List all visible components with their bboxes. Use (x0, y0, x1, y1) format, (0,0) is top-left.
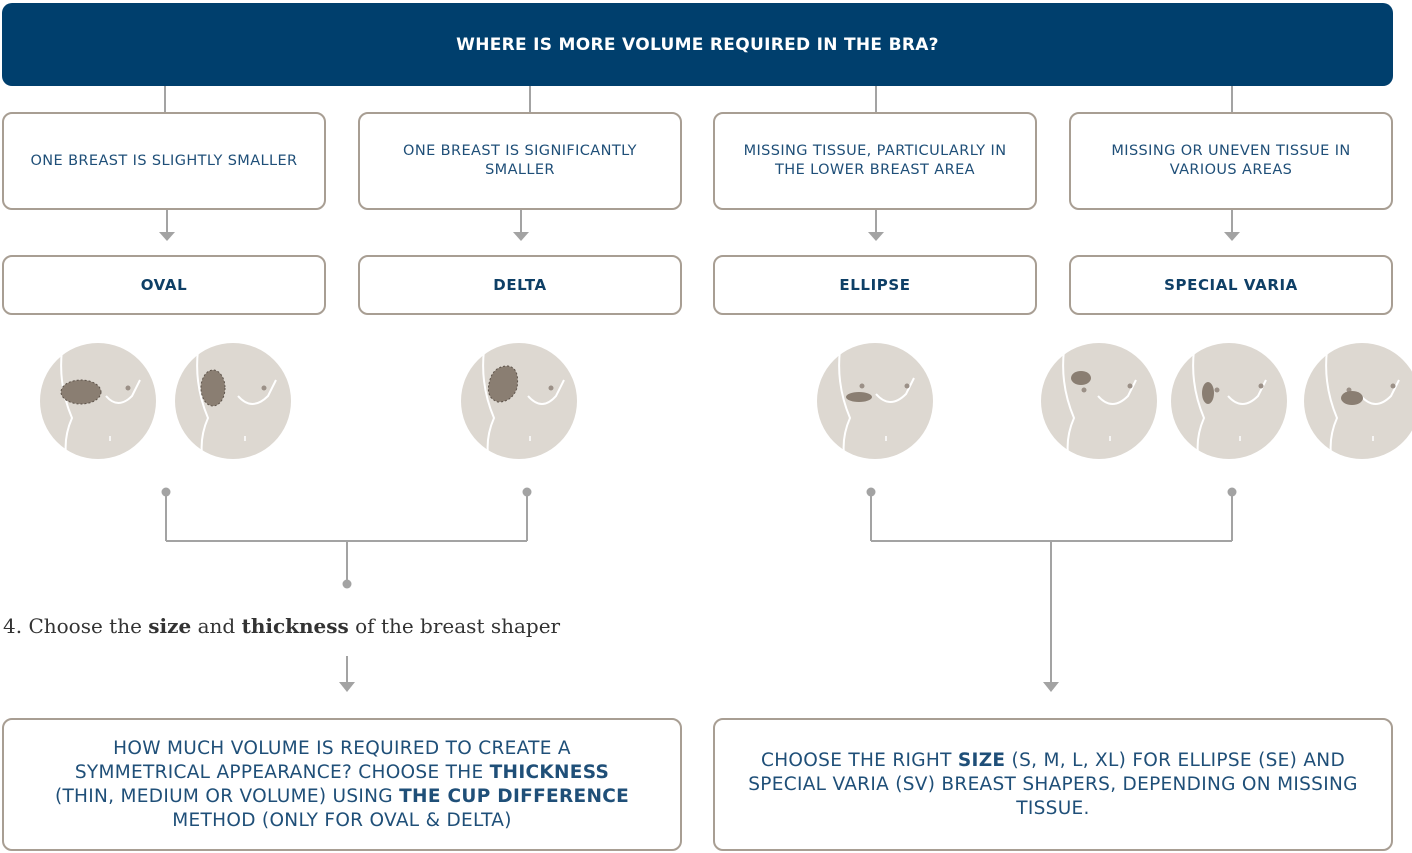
thickness-line-2-text: SYMMETRICAL APPEARANCE? CHOOSE THE (74, 761, 484, 783)
shape-label: SPECIAL VARIA (1164, 276, 1298, 294)
step-number: 4. (3, 614, 23, 638)
step-instruction: 4. Choose the size and thickness of the … (3, 614, 560, 638)
illustration-delta (461, 343, 577, 459)
illustration-oval-2 (175, 343, 291, 459)
condition-box-lower-area: MISSING TISSUE, PARTICULARLY IN THE LOWE… (713, 112, 1037, 210)
shape-box-special-varia: SPECIAL VARIA (1069, 255, 1393, 315)
condition-label: ONE BREAST IS SLIGHTLY SMALLER (30, 152, 298, 169)
shape-label: ELLIPSE (839, 276, 911, 294)
thickness-line-3-text: (THIN, MEDIUM OR VOLUME) USING (54, 785, 393, 807)
illustration-ellipse (817, 343, 933, 459)
illustration-special-varia-3 (1304, 343, 1412, 459)
thickness-info-box: HOW MUCH VOLUME IS REQUIRED TO CREATE A … (2, 718, 682, 851)
step-bold-thickness: thickness (241, 614, 349, 638)
size-info-box: CHOOSE THE RIGHT SIZE (S, M, L, XL) FOR … (713, 718, 1393, 851)
thickness-line-3: (THIN, MEDIUM OR VOLUME) USING THE CUP D… (55, 785, 629, 809)
thickness-line-1: HOW MUCH VOLUME IS REQUIRED TO CREATE A (113, 737, 571, 759)
size-info-text: CHOOSE THE RIGHT SIZE (S, M, L, XL) FOR … (735, 749, 1371, 821)
shape-box-ellipse: ELLIPSE (713, 255, 1037, 315)
step-text-mid: and (197, 614, 236, 638)
condition-box-slightly-smaller: ONE BREAST IS SLIGHTLY SMALLER (2, 112, 326, 210)
thickness-line-2: SYMMETRICAL APPEARANCE? CHOOSE THE THICK… (75, 761, 609, 785)
condition-label: MISSING OR UNEVEN TISSUE IN VARIOUS AREA… (1111, 143, 1351, 178)
thickness-line-2-bold: THICKNESS (489, 761, 610, 783)
illustration-special-varia-1 (1041, 343, 1157, 459)
thickness-line-3-bold: THE CUP DIFFERENCE (399, 785, 630, 807)
size-info-bold: SIZE (957, 749, 1006, 771)
illustration-oval-1 (40, 343, 156, 459)
illustration-special-varia-2 (1171, 343, 1287, 459)
shape-label: OVAL (140, 276, 188, 294)
shape-box-delta: DELTA (358, 255, 682, 315)
condition-box-significantly-smaller: ONE BREAST IS SIGNIFICANTLY SMALLER (358, 112, 682, 210)
question-title: WHERE IS MORE VOLUME REQUIRED IN THE BRA… (456, 34, 939, 55)
size-info-post: (S, M, L, XL) FOR ELLIPSE (SE) AND SPECI… (748, 749, 1358, 819)
shape-label: DELTA (493, 276, 547, 294)
thickness-line-4: METHOD (ONLY FOR OVAL & DELTA) (172, 809, 512, 831)
step-bold-size: size (148, 614, 192, 638)
condition-box-various-areas: MISSING OR UNEVEN TISSUE IN VARIOUS AREA… (1069, 112, 1393, 210)
step-text-pre: Choose the (28, 614, 142, 638)
condition-label: MISSING TISSUE, PARTICULARLY IN THE LOWE… (743, 143, 1007, 178)
question-header: WHERE IS MORE VOLUME REQUIRED IN THE BRA… (2, 3, 1393, 86)
step-text-post: of the breast shaper (355, 614, 561, 638)
condition-label: ONE BREAST IS SIGNIFICANTLY SMALLER (403, 143, 637, 178)
size-info-pre: CHOOSE THE RIGHT (761, 749, 952, 771)
shape-box-oval: OVAL (2, 255, 326, 315)
